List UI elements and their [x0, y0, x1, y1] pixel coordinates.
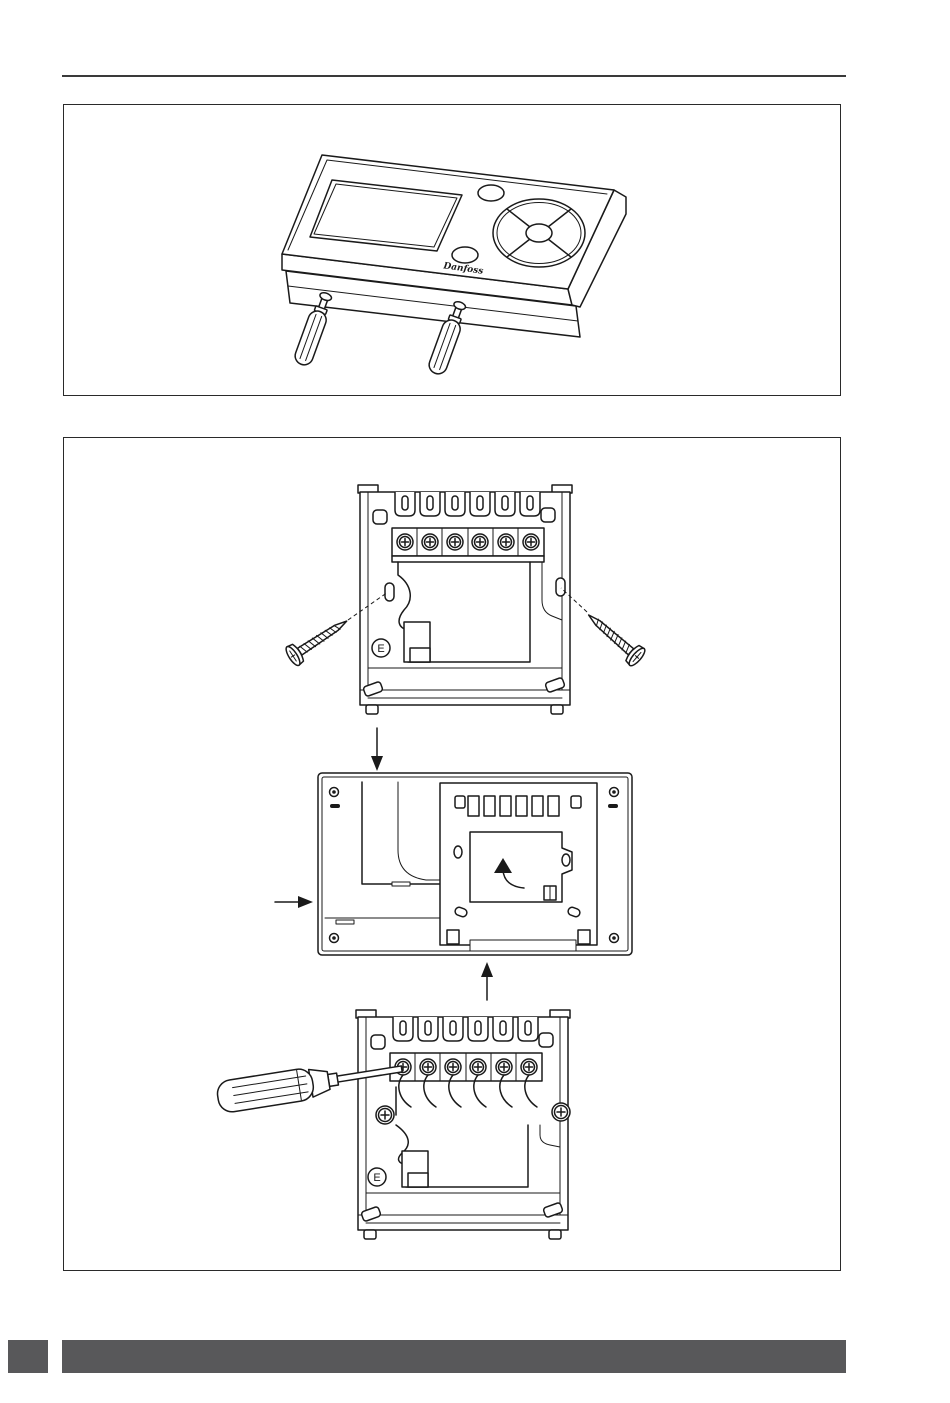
backplate-foot-left [366, 705, 378, 714]
mounting-screw-right [552, 1103, 570, 1121]
rear-tab-left [447, 930, 459, 944]
figure-1-thermostat: Danfoss [282, 155, 626, 376]
device-navigation-pad [493, 199, 585, 267]
wall-screw-right [581, 607, 647, 668]
mounting-screw-left [376, 1106, 394, 1124]
nav-pad-center-button [526, 224, 552, 242]
backplate-foot-right [551, 705, 563, 714]
rear-tab-right [578, 930, 590, 944]
backplate-pin-right [539, 1033, 553, 1047]
cable-clamp-3 [443, 1017, 463, 1041]
terminal-screw-3 [447, 534, 463, 550]
backplate-wiring-illustration: E [356, 1010, 570, 1239]
backplate-pin-left [371, 1035, 385, 1049]
cable-clamp-5 [493, 1017, 513, 1041]
cable-clamp-6 [520, 492, 540, 516]
backplate-mounting-illustration: E [284, 485, 648, 714]
rear-pin-left [455, 796, 465, 808]
backplate-pin-left [373, 510, 387, 524]
terminal-screw-5 [498, 534, 514, 550]
terminal-screw-6 [521, 1059, 537, 1075]
rear-slot-left [330, 804, 340, 808]
device-lower-button [452, 247, 478, 263]
cable-clamp-1 [395, 492, 415, 516]
rear-slot-upper-left [454, 846, 462, 858]
rear-pin-right [571, 796, 581, 808]
rear-slot-right [608, 804, 618, 808]
terminal-screw-1 [397, 534, 413, 550]
mounting-slot-right [556, 578, 565, 596]
backplate-foot-left [364, 1230, 376, 1239]
arrow-up-icon [481, 962, 493, 1000]
terminal-screw-4 [470, 1059, 486, 1075]
terminal-screw-6 [523, 534, 539, 550]
cable-clamp-2 [420, 492, 440, 516]
backplate-pin-right [541, 508, 555, 522]
earth-label: E [377, 643, 384, 655]
terminal-screw-5 [496, 1059, 512, 1075]
mounting-slot-left [385, 583, 394, 601]
cable-clamp-1 [393, 1017, 413, 1041]
device-upper-button [478, 185, 504, 201]
wall-screw-left [284, 612, 353, 667]
backplate-foot-right [549, 1230, 561, 1239]
earth-label: E [373, 1172, 380, 1184]
cable-clamp-4 [470, 492, 490, 516]
cable-clamp-5 [495, 492, 515, 516]
cable-clamp-3 [445, 492, 465, 516]
rear-label-slot-lower [336, 920, 354, 924]
arrow-down-icon [371, 728, 383, 771]
thermostat-rear-illustration [318, 773, 632, 955]
connector-socket [410, 648, 430, 662]
terminal-screw-2 [420, 1059, 436, 1075]
cable-clamp-6 [518, 1017, 538, 1041]
terminal-screw-4 [472, 534, 488, 550]
terminal-ledge [392, 556, 544, 562]
terminal-screw-2 [422, 534, 438, 550]
rear-bottom-strip [470, 940, 576, 951]
terminal-screw-3 [445, 1059, 461, 1075]
rear-label-slot [392, 882, 410, 886]
rear-slot-upper-right [562, 854, 570, 866]
cable-clamp-4 [468, 1017, 488, 1041]
arrow-right-icon [275, 896, 313, 908]
cable-clamp-2 [418, 1017, 438, 1041]
connector-socket [408, 1173, 428, 1187]
